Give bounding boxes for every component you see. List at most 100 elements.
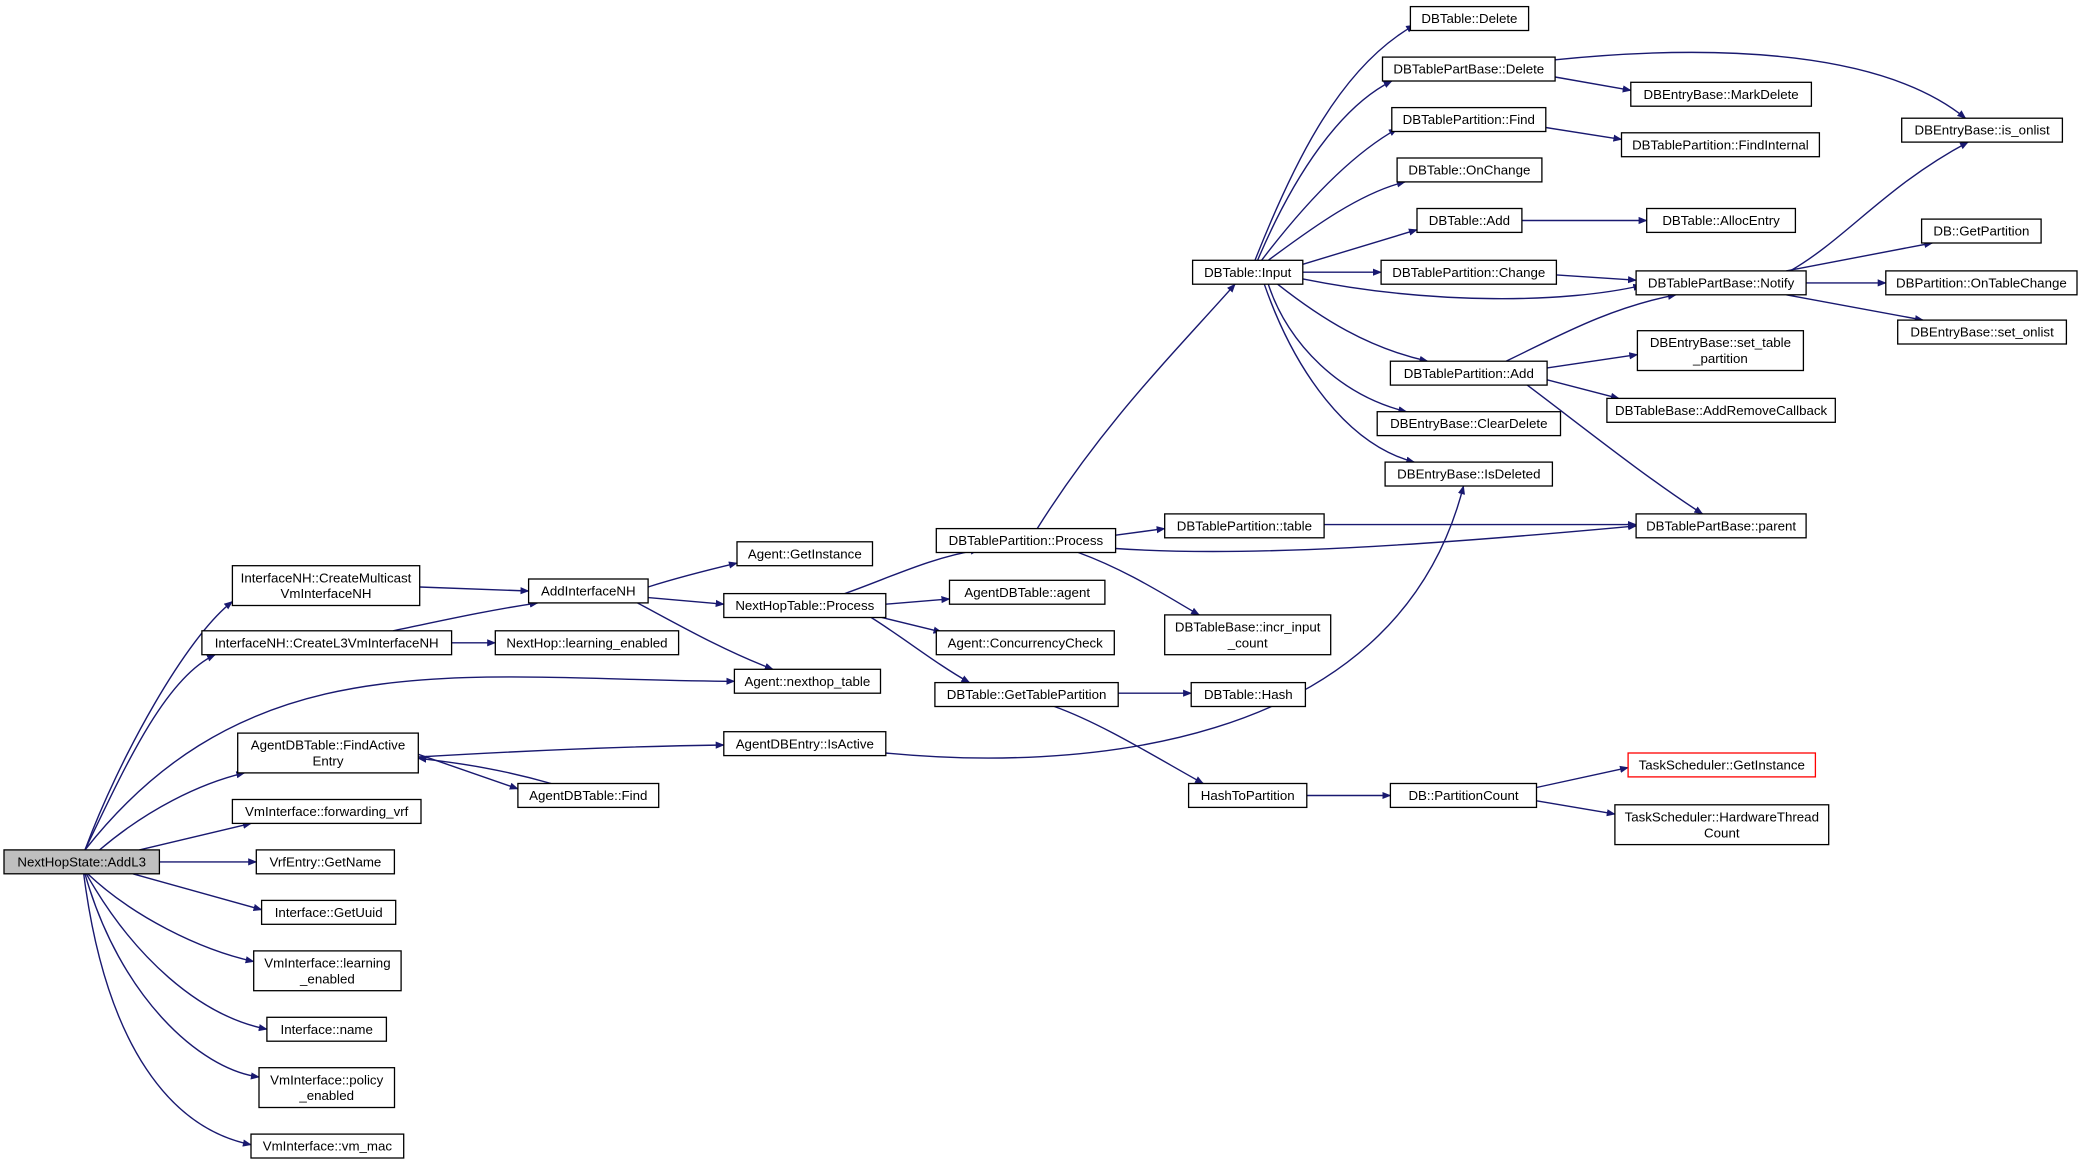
edge-arrow bbox=[1545, 126, 1623, 142]
node-nhproc[interactable]: NextHopTable::Process bbox=[723, 592, 887, 619]
node-agagent[interactable]: AgentDBTable::agent bbox=[948, 579, 1106, 605]
node-nhlearn[interactable]: NextHop::learning_enabled bbox=[494, 630, 680, 656]
node-box bbox=[1190, 681, 1307, 708]
node-tpbdel[interactable]: DBTablePartBase::Delete bbox=[1381, 56, 1556, 82]
node-box bbox=[255, 849, 396, 875]
edge-n_root-to-n_cmvi bbox=[84, 601, 234, 851]
node-tpadd[interactable]: DBTablePartition::Add bbox=[1389, 360, 1548, 386]
node-box bbox=[1627, 752, 1817, 778]
node-findint[interactable]: DBTablePartition::FindInternal bbox=[1620, 132, 1821, 158]
node-box bbox=[1380, 259, 1558, 285]
edge-n_nhproc-to-n_agagent bbox=[885, 595, 951, 605]
node-box bbox=[237, 732, 419, 774]
node-box bbox=[935, 630, 1115, 656]
edge-arrow bbox=[1302, 228, 1418, 265]
edge-n_input-to-n_clrdel bbox=[1267, 283, 1408, 414]
node-label: DBEntryBase::IsDeleted bbox=[1397, 467, 1540, 482]
edge-arrow bbox=[1267, 283, 1408, 414]
node-setonlist[interactable]: DBEntryBase::set_onlist bbox=[1897, 319, 2068, 345]
node-box bbox=[1646, 207, 1797, 234]
edge-arrow bbox=[1536, 800, 1616, 817]
node-isactive[interactable]: AgentDBEntry::IsActive bbox=[723, 731, 887, 757]
edge-n_notify-to-n_onlist bbox=[1789, 141, 1969, 272]
edge-n_dbtpproc-to-n_incr bbox=[1078, 551, 1200, 616]
node-hash[interactable]: DBTable::Hash bbox=[1190, 681, 1307, 708]
node-box bbox=[231, 798, 422, 825]
edge-n_addnh-to-n_nhproc bbox=[648, 596, 725, 608]
node-box bbox=[935, 527, 1117, 554]
node-root[interactable]: NextHopState::AddL3 bbox=[3, 849, 161, 875]
node-onlist[interactable]: DBEntryBase::is_onlist bbox=[1901, 117, 2064, 143]
node-dbdel[interactable]: DBTable::Delete bbox=[1409, 5, 1530, 32]
node-isdel[interactable]: DBEntryBase::IsDeleted bbox=[1384, 461, 1554, 487]
node-cmvi[interactable]: InterfaceNH::CreateMulticastVmInterfaceN… bbox=[231, 565, 421, 607]
node-cl3[interactable]: InterfaceNH::CreateL3VmInterfaceNH bbox=[201, 630, 453, 656]
node-agfind[interactable]: AgentDBTable::Find bbox=[517, 782, 660, 809]
node-fvrf[interactable]: VmInterface::forwarding_vrf bbox=[231, 798, 422, 825]
node-parent[interactable]: DBTablePartBase::parent bbox=[1635, 513, 1807, 539]
edge-n_root-to-n_fae bbox=[99, 771, 246, 851]
edge-arrow bbox=[1302, 278, 1643, 300]
edge-arrow bbox=[392, 600, 539, 632]
edge-n_root-to-n_policy bbox=[84, 873, 260, 1080]
node-onchange[interactable]: DBTable::OnChange bbox=[1396, 157, 1543, 183]
node-label: DBTable::Hash bbox=[1204, 687, 1293, 702]
edge-arrow bbox=[84, 676, 736, 851]
node-clrdel[interactable]: DBEntryBase::ClearDelete bbox=[1376, 411, 1562, 437]
node-policy[interactable]: VmInterface::policy_enabled bbox=[258, 1067, 396, 1109]
node-pcount[interactable]: DB::PartitionCount bbox=[1389, 782, 1538, 809]
edge-arrow bbox=[87, 873, 255, 964]
node-ifname[interactable]: Interface::name bbox=[266, 1016, 388, 1042]
node-gtp[interactable]: DBTable::GetTablePartition bbox=[934, 681, 1119, 708]
node-label: VmInterfaceNH bbox=[281, 586, 372, 601]
node-box bbox=[948, 579, 1106, 605]
node-box bbox=[723, 731, 887, 757]
node-tpfind[interactable]: DBTablePartition::Find bbox=[1391, 106, 1547, 133]
node-vmmac[interactable]: VmInterface::vm_mac bbox=[250, 1133, 405, 1159]
node-label: DBTable::Delete bbox=[1421, 11, 1517, 26]
node-incr[interactable]: DBTableBase::incr_input_count bbox=[1164, 614, 1332, 656]
node-label: AgentDBTable::agent bbox=[964, 585, 1090, 600]
node-notify[interactable]: DBTablePartBase::Notify bbox=[1635, 270, 1807, 296]
node-getpart[interactable]: DB::GetPartition bbox=[1920, 218, 2042, 244]
edge-n_root-to-n_ifname bbox=[85, 873, 268, 1032]
node-tpchange[interactable]: DBTablePartition::Change bbox=[1380, 259, 1558, 285]
node-concur[interactable]: Agent::ConcurrencyCheck bbox=[935, 630, 1115, 656]
node-box bbox=[260, 899, 397, 925]
node-box bbox=[1416, 207, 1523, 234]
node-box bbox=[1384, 461, 1554, 487]
node-box bbox=[494, 630, 680, 656]
node-h2p[interactable]: HashToPartition bbox=[1187, 782, 1308, 809]
node-label: DBTable::AllocEntry bbox=[1662, 213, 1780, 228]
node-label: TaskScheduler::HardwareThread bbox=[1625, 809, 1819, 824]
node-addnh[interactable]: AddInterfaceNH bbox=[527, 578, 649, 604]
node-vmlearn[interactable]: VmInterface::learning_enabled bbox=[253, 950, 402, 992]
node-nhtable[interactable]: Agent::nexthop_table bbox=[733, 668, 882, 694]
node-dbtpproc[interactable]: DBTablePartition::Process bbox=[935, 527, 1117, 554]
node-vrfname[interactable]: VrfEntry::GetName bbox=[255, 849, 396, 875]
node-box bbox=[1620, 132, 1821, 158]
node-agginst[interactable]: Agent::GetInstance bbox=[736, 541, 874, 567]
node-guid[interactable]: Interface::GetUuid bbox=[260, 899, 397, 925]
node-addrm[interactable]: DBTableBase::AddRemoveCallback bbox=[1606, 397, 1836, 423]
node-settp[interactable]: DBEntryBase::set_table_partition bbox=[1636, 330, 1805, 372]
node-alloc[interactable]: DBTable::AllocEntry bbox=[1646, 207, 1797, 234]
node-box bbox=[250, 1133, 405, 1159]
edge-n_notify-to-n_getpart bbox=[1786, 240, 1934, 272]
edge-arrow bbox=[1263, 283, 1416, 464]
node-ontc[interactable]: DBPartition::OnTableChange bbox=[1885, 270, 2078, 296]
node-tsginst[interactable]: TaskScheduler::GetInstance bbox=[1627, 752, 1817, 778]
node-tptable[interactable]: DBTablePartition::table bbox=[1164, 513, 1325, 539]
node-label: DBTable::Input bbox=[1204, 265, 1292, 280]
edge-arrow bbox=[419, 586, 530, 595]
node-box bbox=[3, 849, 161, 875]
edge-n_root-to-n_nhtable bbox=[84, 676, 736, 851]
node-box bbox=[1901, 117, 2064, 143]
node-markdel[interactable]: DBEntryBase::MarkDelete bbox=[1630, 81, 1813, 107]
node-input[interactable]: DBTable::Input bbox=[1191, 259, 1304, 285]
node-label: VmInterface::forwarding_vrf bbox=[245, 804, 409, 819]
edge-n_notify-to-n_setonlist bbox=[1786, 294, 1924, 323]
node-dbadd[interactable]: DBTable::Add bbox=[1416, 207, 1523, 234]
